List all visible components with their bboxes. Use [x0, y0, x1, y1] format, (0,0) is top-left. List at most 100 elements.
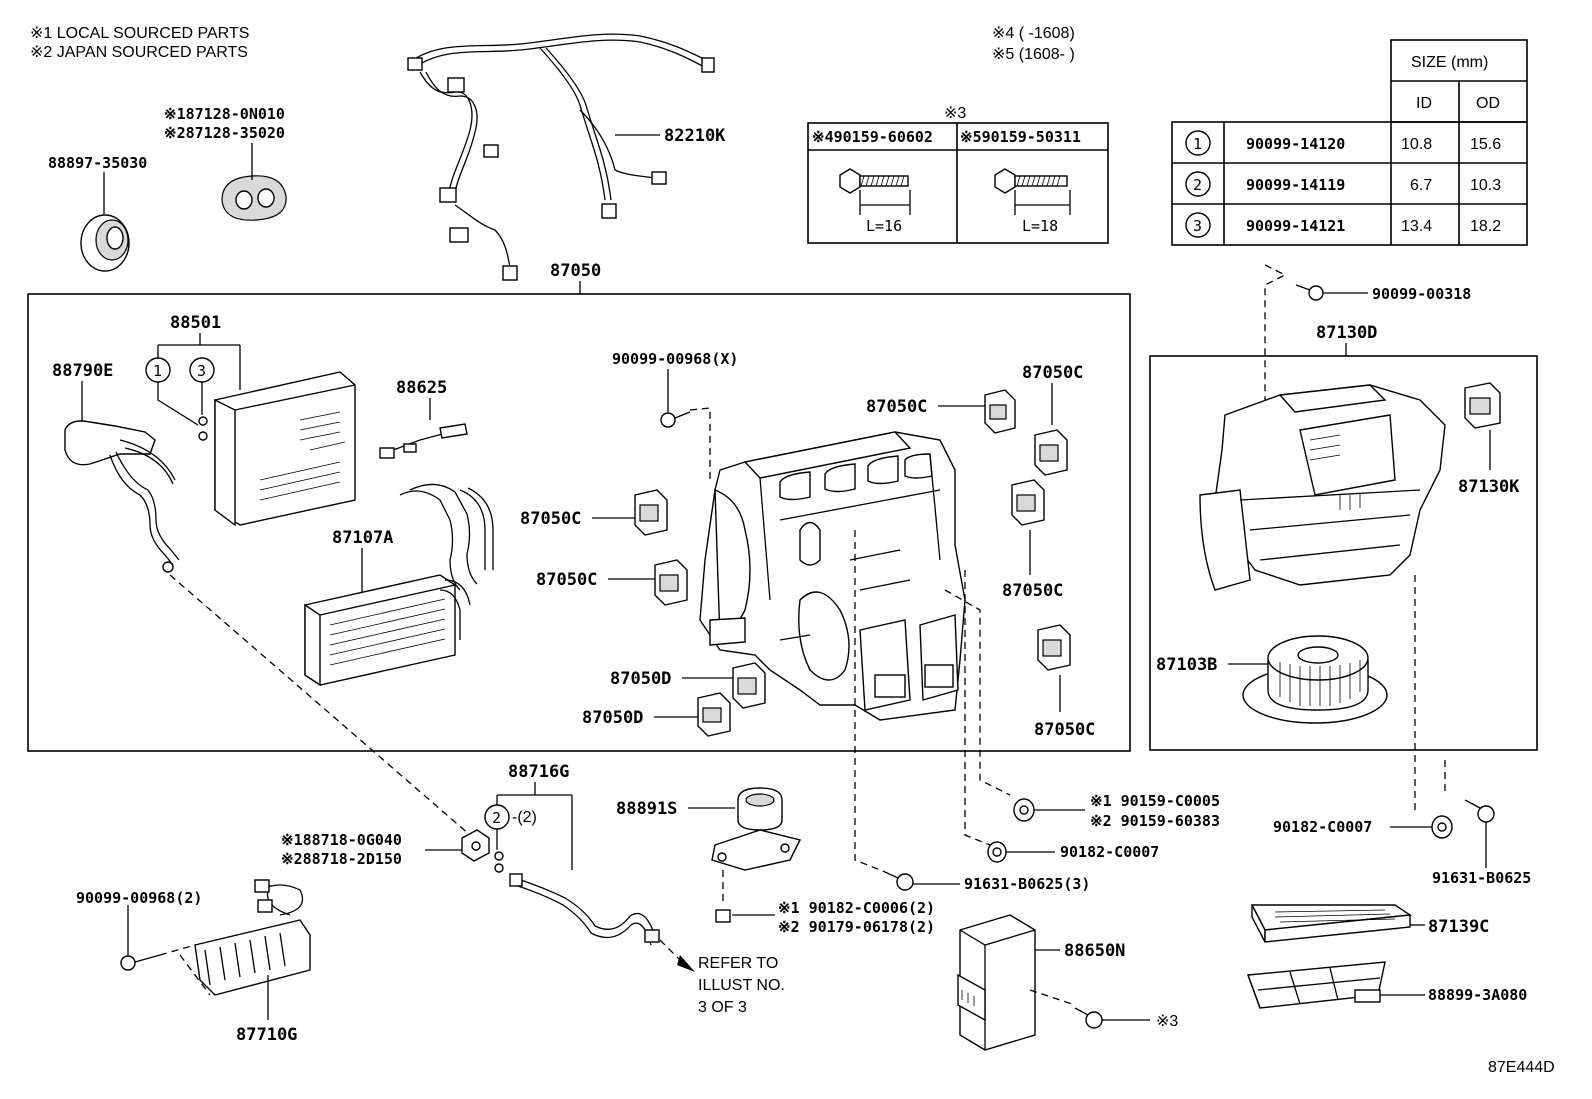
- label-87050c-f[interactable]: 87050C: [1034, 720, 1095, 740]
- size-table-od-header: OD: [1476, 95, 1500, 112]
- row-number: 2: [1193, 176, 1202, 194]
- label-88718-2d150[interactable]: ※288718-2D150: [281, 850, 402, 868]
- label-90159-c0005[interactable]: ※1 90159-C0005: [1090, 792, 1220, 810]
- heater-core-87107a[interactable]: [304, 483, 494, 687]
- label-87050c-c[interactable]: 87050C: [1002, 581, 1063, 601]
- label-90159-60383[interactable]: ※2 90159-60383: [1090, 812, 1220, 830]
- hvac-case[interactable]: [699, 431, 966, 721]
- screw-icon-right: [994, 168, 1071, 215]
- label-90182-c0007-main[interactable]: 90182-C0007: [1060, 843, 1159, 861]
- evaporator-88501[interactable]: [214, 371, 356, 527]
- screw-box-header: ※3: [944, 105, 966, 122]
- tube-88716g[interactable]: [509, 873, 660, 946]
- label-91631-b0625-3[interactable]: 91631-B0625(3): [964, 875, 1090, 893]
- circle-2-quantity: -(2): [512, 809, 537, 826]
- label-88718-0g040[interactable]: ※188718-0G040: [281, 831, 402, 849]
- label-note-3[interactable]: ※3: [1156, 1013, 1178, 1030]
- refer-line-1: REFER TO: [698, 955, 778, 972]
- blower-case-87130d[interactable]: [1199, 384, 1446, 591]
- screw-91631-b0625-main[interactable]: [884, 871, 914, 891]
- label-88790e[interactable]: 88790E: [52, 361, 113, 381]
- table-row: 3 90099-14121 13.4 18.2: [1185, 212, 1501, 238]
- servo-87050c-left-mid[interactable]: [654, 559, 688, 606]
- label-87050c-b[interactable]: 87050C: [1022, 363, 1083, 383]
- label-87050c-e[interactable]: 87050C: [536, 570, 597, 590]
- screw-left-part-no[interactable]: ※490159-60602: [812, 128, 933, 146]
- servo-87050d-lower[interactable]: [697, 692, 731, 737]
- label-90179-06178[interactable]: ※2 90179-06178(2): [778, 918, 935, 936]
- diagram-code: 87E444D: [1488, 1059, 1555, 1076]
- servo-87050c-top[interactable]: [984, 389, 1016, 434]
- label-87139c[interactable]: 87139C: [1428, 917, 1489, 937]
- label-87128-0n010[interactable]: ※187128-0N010: [164, 105, 285, 123]
- label-87050d-b[interactable]: 87050D: [582, 708, 643, 728]
- screw-90099-00968-heater[interactable]: [120, 954, 161, 971]
- label-88899-3a080[interactable]: 88899-3A080: [1428, 986, 1527, 1004]
- servo-87050d-upper[interactable]: [732, 662, 766, 709]
- row-od-size: 10.3: [1470, 177, 1501, 194]
- screw-icon-left: [839, 168, 911, 215]
- servo-87050c-mid-right[interactable]: [1011, 479, 1045, 526]
- label-87130d[interactable]: 87130D: [1316, 323, 1377, 343]
- label-88897-35030[interactable]: 88897-35030: [48, 154, 147, 172]
- label-90099-00968-x[interactable]: 90099-00968(X): [612, 350, 738, 368]
- servo-87050c-left-top[interactable]: [634, 489, 668, 536]
- screw-91631-b0625-blower[interactable]: [1464, 799, 1495, 823]
- washer-90182-c0007-main[interactable]: [987, 841, 1007, 863]
- screw-90099-00318[interactable]: [1295, 284, 1324, 301]
- label-88891s[interactable]: 88891S: [616, 799, 677, 819]
- label-88716g[interactable]: 88716G: [508, 762, 569, 782]
- label-90182-c0006[interactable]: ※1 90182-C0006(2): [778, 899, 935, 917]
- label-87103b[interactable]: 87103B: [1156, 655, 1217, 675]
- sensor-88891s[interactable]: [711, 787, 802, 871]
- thermistor-88625[interactable]: [379, 423, 468, 459]
- label-90099-00968-2[interactable]: 90099-00968(2): [76, 889, 202, 907]
- servo-87130k[interactable]: [1464, 382, 1501, 429]
- refer-line-2: ILLUST NO.: [698, 977, 785, 994]
- control-module-88650n[interactable]: [957, 914, 1036, 1051]
- row-part-number[interactable]: 90099-14121: [1246, 217, 1345, 235]
- circle-2-label: 2: [492, 809, 501, 827]
- row-part-number[interactable]: 90099-14119: [1246, 176, 1345, 194]
- grommet-87128[interactable]: [221, 175, 287, 221]
- electric-heater-87710g[interactable]: [194, 879, 311, 996]
- label-87710g[interactable]: 87710G: [236, 1025, 297, 1045]
- label-87050[interactable]: 87050: [550, 261, 601, 281]
- label-82210k[interactable]: 82210K: [664, 126, 726, 146]
- label-90099-00318[interactable]: 90099-00318: [1372, 285, 1471, 303]
- label-88501[interactable]: 88501: [170, 313, 221, 333]
- size-table-id-header: ID: [1416, 95, 1432, 112]
- unit-87050-group-box: [27, 293, 1131, 752]
- expansion-valve-88790e[interactable]: [64, 420, 180, 573]
- label-87050c-a[interactable]: 87050C: [866, 397, 927, 417]
- row-part-number[interactable]: 90099-14120: [1246, 135, 1345, 153]
- label-87128-35020[interactable]: ※287128-35020: [164, 124, 285, 142]
- servo-87050c-right-bottom[interactable]: [1037, 624, 1071, 671]
- screw-90099-00968[interactable]: [660, 411, 691, 428]
- nut-icon: [715, 909, 731, 923]
- screw-right-part-no[interactable]: ※590159-50311: [960, 128, 1081, 146]
- screw-icon: [1074, 1007, 1103, 1029]
- size-table-header: SIZE (mm): [1411, 54, 1488, 71]
- filter-frame-88899[interactable]: [1247, 961, 1386, 1009]
- wire-harness-82210k[interactable]: [407, 33, 715, 281]
- grommet-88897[interactable]: [80, 214, 130, 272]
- note-japan-sourced: ※2 JAPAN SOURCED PARTS: [30, 44, 248, 61]
- label-87107a[interactable]: 87107A: [332, 528, 393, 548]
- label-91631-b0625[interactable]: 91631-B0625: [1432, 869, 1531, 887]
- label-88625[interactable]: 88625: [396, 378, 447, 398]
- table-row: 1 90099-14120 10.8 15.6: [1185, 130, 1501, 156]
- label-90182-c0007-blower[interactable]: 90182-C0007: [1273, 818, 1372, 836]
- table-row: 2 90099-14119 6.7 10.3: [1185, 171, 1501, 197]
- washer-90182-c0007-blower[interactable]: [1431, 815, 1453, 839]
- blower-motor-87103b[interactable]: [1242, 635, 1388, 724]
- label-87050c-d[interactable]: 87050C: [520, 509, 581, 529]
- label-87130k[interactable]: 87130K: [1458, 477, 1520, 497]
- label-88650n[interactable]: 88650N: [1064, 941, 1125, 961]
- nut-90159[interactable]: [1013, 798, 1035, 822]
- label-87050d-a[interactable]: 87050D: [610, 669, 671, 689]
- filter-87139c[interactable]: [1250, 904, 1413, 943]
- servo-87050c-right-top[interactable]: [1034, 429, 1068, 476]
- bracket-88718[interactable]: [461, 829, 490, 862]
